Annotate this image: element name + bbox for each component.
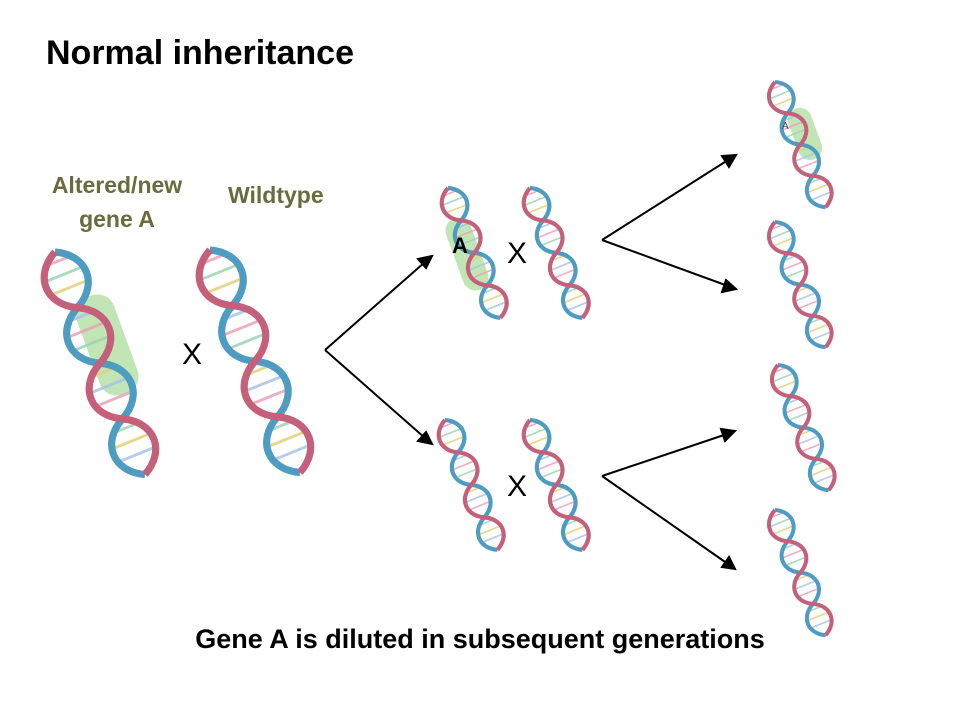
altered-gene-label-line1: Altered/new bbox=[51, 172, 183, 198]
arrow-bottom-to-gen3-4 bbox=[601, 475, 729, 565]
arrow-parent-to-bottom bbox=[324, 349, 426, 439]
dna-gen2-c bbox=[433, 415, 509, 554]
footer-caption: Gene A is diluted in subsequent generati… bbox=[195, 624, 765, 654]
dna-gen3-1 bbox=[764, 77, 837, 211]
arrow-bottom-to-gen3-3 bbox=[601, 433, 728, 477]
dna-gen2-a bbox=[436, 183, 512, 322]
dna-gen3-2 bbox=[764, 217, 837, 351]
dna-altered-parent bbox=[35, 244, 165, 483]
dna-gen2-b bbox=[518, 183, 594, 322]
cross-symbol-parents: X bbox=[182, 338, 203, 371]
cross-symbol-gen2-top: X bbox=[507, 237, 528, 270]
arrow-top-to-gen3-1 bbox=[601, 159, 729, 241]
altered-gene-label-line2: gene A bbox=[79, 206, 155, 232]
dna-gen3-4 bbox=[764, 505, 837, 639]
page-title: Normal inheritance bbox=[46, 34, 354, 72]
dna-gen3-3 bbox=[767, 360, 840, 494]
wildtype-label: Wildtype bbox=[228, 182, 324, 208]
arrows bbox=[324, 153, 739, 571]
arrow-parent-to-top bbox=[324, 261, 426, 351]
gene-a-marker-gen2: A bbox=[452, 233, 468, 258]
cross-symbol-gen2-bottom: X bbox=[507, 470, 528, 503]
altered-gene-label: Altered/new gene A bbox=[22, 168, 212, 236]
gene-a-marker-gen3: A bbox=[782, 121, 789, 132]
arrow-top-to-gen3-2 bbox=[601, 239, 729, 287]
dna-wildtype-parent bbox=[190, 242, 320, 481]
dna-gen2-d bbox=[518, 415, 594, 554]
